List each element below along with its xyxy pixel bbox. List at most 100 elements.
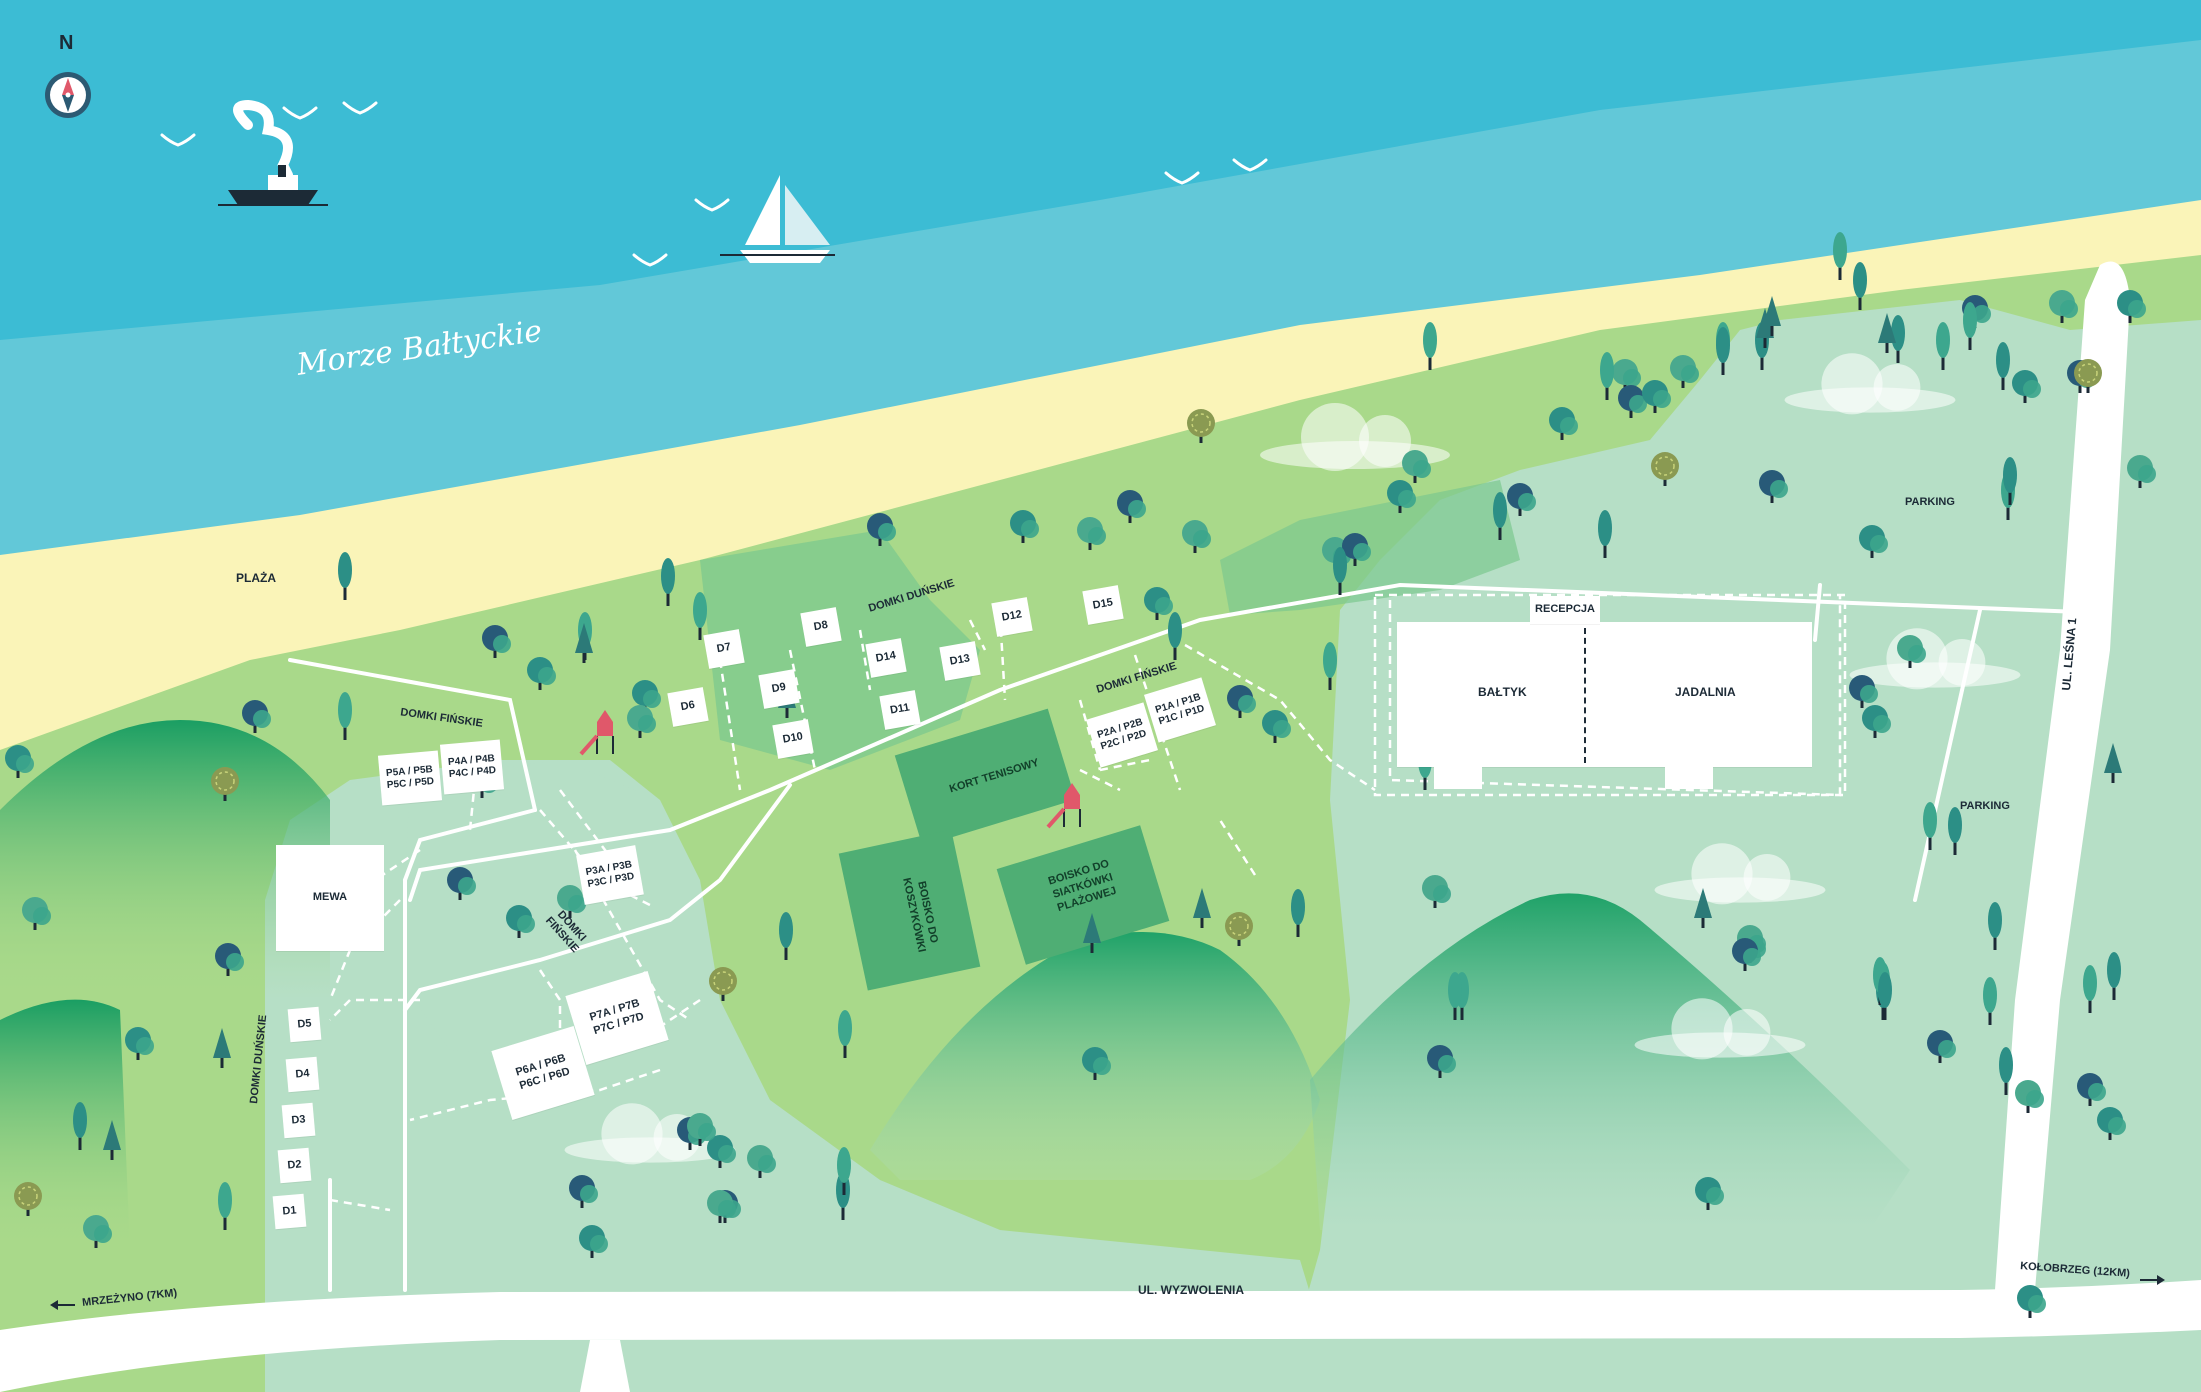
tree-icon (838, 1010, 852, 1058)
tree-icon (2107, 952, 2121, 1000)
cottage-d13[interactable]: D13 (939, 641, 981, 681)
road-ul-wyzwolenia (0, 1280, 2201, 1392)
tree-icon (1168, 612, 1182, 660)
tree-icon (1144, 587, 1173, 620)
tree-icon (1117, 490, 1146, 523)
tree-icon (1695, 1177, 1724, 1210)
tree-icon (2049, 290, 2078, 323)
tree-icon (1342, 533, 1371, 566)
building-baltyk-jadalnia[interactable] (1397, 622, 1812, 767)
seagull-icon (694, 198, 730, 212)
tree-icon (2127, 455, 2156, 488)
tree-icon (1759, 470, 1788, 503)
tree-icon (1193, 888, 1211, 928)
tree-icon (482, 625, 511, 658)
cottage-d15[interactable]: D15 (1082, 585, 1124, 625)
tree-icon (338, 692, 352, 740)
reception-label[interactable]: RECEPCJA (1530, 596, 1600, 624)
tree-icon (1927, 1030, 1956, 1063)
road-parking-spur (580, 1340, 630, 1392)
road-ul-lesna (1995, 261, 2130, 1290)
tree-icon (2015, 1080, 2044, 1113)
tree-icon (338, 552, 352, 600)
cottage-d2[interactable]: D2 (277, 1147, 312, 1184)
tree-icon (1010, 510, 1039, 543)
cottage-d7[interactable]: D7 (703, 629, 745, 669)
cottage-d11[interactable]: D11 (879, 690, 921, 730)
tree-icon (779, 912, 793, 960)
hill-west-upper (0, 720, 330, 1000)
baltyk-label: BAŁTYK (1478, 685, 1527, 699)
cottage-d3[interactable]: D3 (281, 1102, 316, 1139)
tree-icon (1694, 888, 1712, 928)
cottage-d12[interactable]: D12 (991, 597, 1033, 637)
tree-icon (1651, 452, 1679, 486)
tree-icon (506, 905, 535, 938)
alleys-solid (288, 582, 2082, 1292)
tree-icon (1878, 972, 1892, 1020)
tree-icon (2074, 359, 2102, 393)
tree-icon (687, 1113, 716, 1146)
tree-icon (1716, 327, 1730, 375)
tree-icon (1996, 342, 2010, 390)
seagull-icon (342, 101, 378, 115)
decorations (5, 99, 2156, 1318)
playground-icon (1046, 783, 1081, 829)
tree-icon (1402, 450, 1431, 483)
tree-icon (709, 967, 737, 1001)
tree-icon (1923, 802, 1937, 850)
tree-icon (632, 680, 661, 713)
baltyk-outline (1373, 593, 1847, 797)
tree-icon (1333, 547, 1347, 595)
tree-icon (1862, 705, 1891, 738)
tree-icon (1422, 875, 1451, 908)
cloud-icon (1634, 998, 1806, 1060)
tree-icon (1323, 642, 1337, 690)
cottage-d14[interactable]: D14 (865, 638, 907, 678)
tree-icon (1963, 302, 1977, 350)
cabin-p4[interactable]: P4A / P4B P4C / P4D (439, 739, 505, 795)
basketball-court-surface (838, 829, 981, 991)
tree-icon (2017, 1285, 2046, 1318)
tree-icon (2083, 965, 2097, 1013)
volleyball-court-surface (996, 825, 1170, 965)
cottage-d1[interactable]: D1 (272, 1193, 307, 1230)
tree-icon (1936, 322, 1950, 370)
cottage-d4[interactable]: D4 (285, 1056, 320, 1093)
cottage-d9[interactable]: D9 (758, 669, 800, 709)
tree-icon (707, 1135, 736, 1168)
compass-north-label: N (59, 32, 74, 54)
tree-icon (2077, 1073, 2106, 1106)
tree-icon (569, 1175, 598, 1208)
tree-icon (2003, 457, 2017, 505)
playground-icon (579, 710, 614, 756)
cottage-d10[interactable]: D10 (772, 719, 814, 759)
tree-icon (1999, 1047, 2013, 1095)
tree-icon (1859, 525, 1888, 558)
tree-icon (1291, 889, 1305, 937)
seagull-icon (1232, 158, 1268, 172)
tree-icon (1600, 352, 1614, 400)
cottage-d8[interactable]: D8 (800, 607, 842, 647)
tree-icon (1423, 322, 1437, 370)
tree-icon (1853, 262, 1867, 310)
cabin-p3[interactable]: P3A / P3B P3C / P3D (576, 845, 644, 905)
cabin-p5[interactable]: P5A / P5B P5C / P5D (377, 750, 443, 806)
tree-icon (575, 623, 593, 663)
cottage-d5[interactable]: D5 (287, 1006, 322, 1043)
tree-icon (14, 1182, 42, 1216)
seagull-icon (160, 133, 196, 147)
tree-icon (1227, 685, 1256, 718)
tree-icon (2117, 290, 2146, 323)
tree-icon (1849, 675, 1878, 708)
tree-icon (1897, 635, 1926, 668)
compass-icon (45, 72, 91, 118)
tree-icon (1387, 480, 1416, 513)
tree-icon (73, 1102, 87, 1150)
tree-icon (2012, 370, 2041, 403)
cottage-d6[interactable]: D6 (667, 687, 709, 727)
tree-icon (215, 943, 244, 976)
building-mewa[interactable]: MEWA (276, 845, 384, 951)
tree-icon (447, 867, 476, 900)
